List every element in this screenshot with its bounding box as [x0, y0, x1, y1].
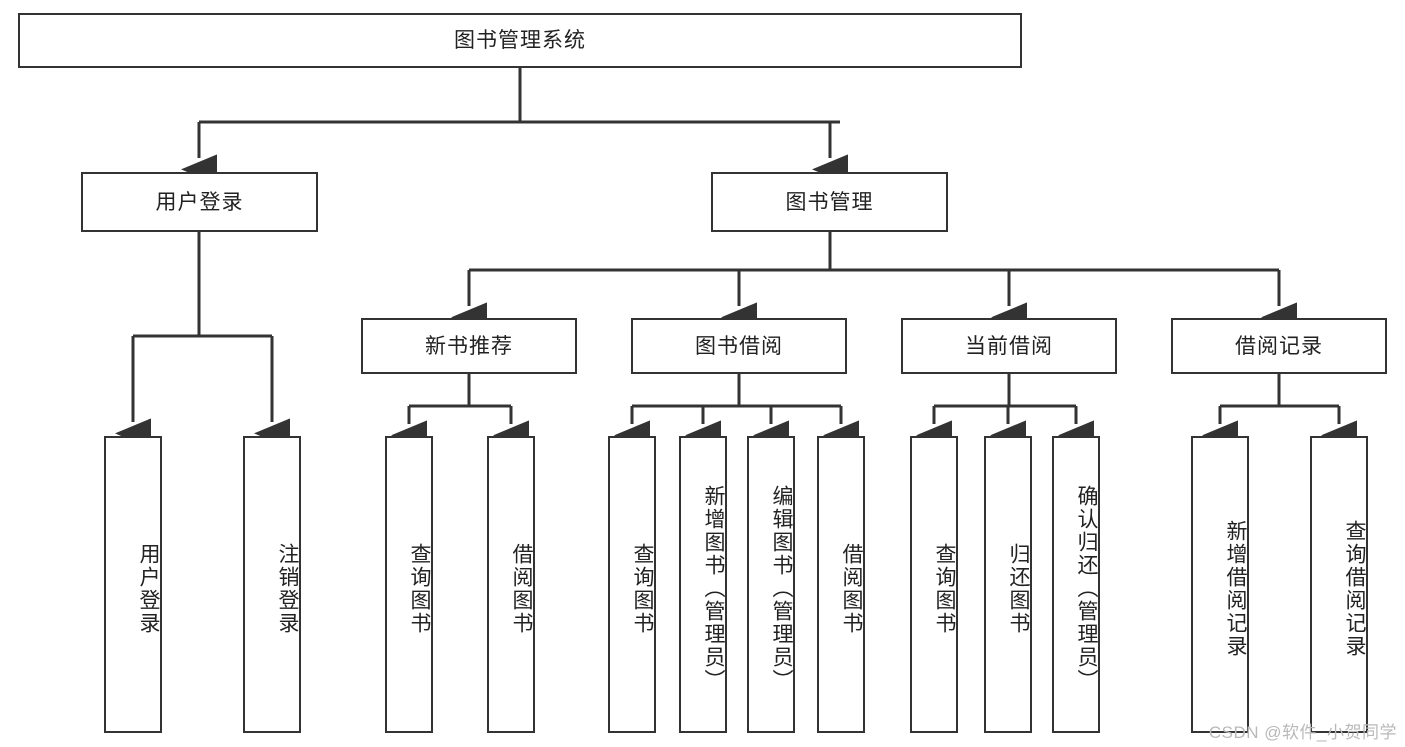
leaf-return-book[interactable]: 归还图书: [984, 436, 1032, 733]
leaf-query-book-3-label: 查询图书: [933, 542, 956, 635]
leaf-query-record-label: 查询借阅记录: [1343, 519, 1366, 658]
node-user-login[interactable]: 用户登录: [81, 172, 318, 232]
node-book-manage[interactable]: 图书管理: [711, 172, 948, 232]
leaf-add-book-label: 新增图书（管理员）: [702, 485, 725, 692]
leaf-add-book[interactable]: 新增图书（管理员）: [679, 436, 727, 733]
leaf-user-logout-label: 注销登录: [276, 542, 299, 635]
node-user-login-label: 用户登录: [155, 190, 244, 214]
leaf-return-book-label: 归还图书: [1007, 542, 1030, 635]
node-new-book-rec-label: 新书推荐: [425, 334, 513, 358]
node-root[interactable]: 图书管理系统: [18, 13, 1022, 68]
node-current-borrow[interactable]: 当前借阅: [901, 318, 1117, 374]
leaf-add-record[interactable]: 新增借阅记录: [1191, 436, 1249, 733]
leaf-query-book-2[interactable]: 查询图书: [608, 436, 656, 733]
node-current-borrow-label: 当前借阅: [965, 334, 1053, 358]
leaf-user-logout[interactable]: 注销登录: [243, 436, 301, 733]
leaf-query-book-2-label: 查询图书: [631, 542, 654, 635]
node-book-manage-label: 图书管理: [785, 190, 874, 214]
node-book-borrow-label: 图书借阅: [695, 334, 783, 358]
leaf-confirm-return[interactable]: 确认归还（管理员）: [1052, 436, 1100, 733]
leaf-user-login-label: 用户登录: [137, 542, 160, 635]
leaf-add-record-label: 新增借阅记录: [1224, 519, 1247, 658]
leaf-query-record[interactable]: 查询借阅记录: [1310, 436, 1368, 733]
leaf-borrow-book-1[interactable]: 借阅图书: [487, 436, 535, 733]
node-root-label: 图书管理系统: [454, 29, 586, 52]
leaf-user-login[interactable]: 用户登录: [104, 436, 162, 733]
node-borrow-record[interactable]: 借阅记录: [1171, 318, 1387, 374]
leaf-borrow-book-1-label: 借阅图书: [510, 542, 533, 635]
watermark: CSDN @软件_小贺同学: [1208, 723, 1397, 742]
leaf-query-book-1[interactable]: 查询图书: [385, 436, 433, 733]
leaf-borrow-book-2-label: 借阅图书: [840, 542, 863, 635]
leaf-borrow-book-2[interactable]: 借阅图书: [817, 436, 865, 733]
node-borrow-record-label: 借阅记录: [1235, 334, 1323, 358]
leaf-query-book-1-label: 查询图书: [408, 542, 431, 635]
leaf-confirm-return-label: 确认归还（管理员）: [1075, 485, 1098, 692]
leaf-edit-book[interactable]: 编辑图书（管理员）: [747, 436, 795, 733]
node-new-book-rec[interactable]: 新书推荐: [361, 318, 577, 374]
node-book-borrow[interactable]: 图书借阅: [631, 318, 847, 374]
leaf-query-book-3[interactable]: 查询图书: [910, 436, 958, 733]
leaf-edit-book-label: 编辑图书（管理员）: [770, 485, 793, 692]
